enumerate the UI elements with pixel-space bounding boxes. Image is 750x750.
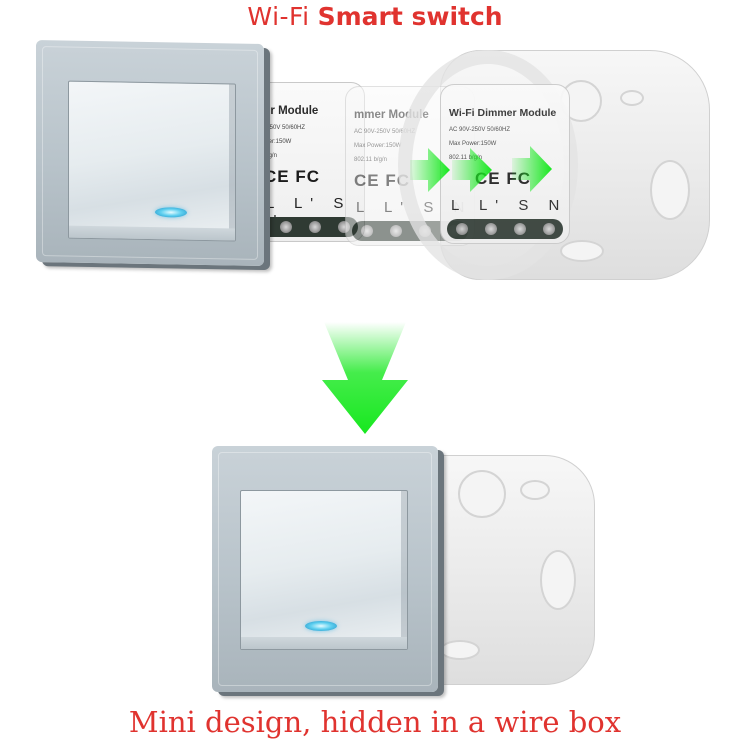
- rocker-switch: [68, 80, 236, 242]
- knockout-hole: [440, 640, 480, 660]
- green-right-arrow-icon: [410, 148, 450, 192]
- green-down-arrow-icon: [322, 322, 408, 434]
- knockout-hole: [650, 160, 690, 220]
- indicator-led-icon: [305, 621, 337, 631]
- caption: Mini design, hidden in a wire box: [128, 705, 622, 739]
- switch-plate-bottom: [212, 446, 438, 692]
- module-spec-wifi: 802.11 b/g/n: [449, 155, 482, 161]
- knockout-hole: [560, 240, 604, 262]
- module-spec-power: Max Power:150W: [354, 143, 402, 149]
- headline-wifi: Wi-Fi: [247, 2, 310, 31]
- knockout-hole: [540, 550, 576, 610]
- module-terminal-labels: L L' S N: [451, 197, 568, 214]
- terminal-block: [447, 219, 563, 239]
- module-spec-wifi: 802.11 b/g/n: [354, 157, 387, 163]
- module-title: er Module: [264, 105, 319, 117]
- green-right-arrow-icon: [452, 148, 492, 192]
- module-spec-voltage: AC 90V-250V 50/60HZ: [354, 129, 416, 135]
- headline-smart-switch: Smart switch: [317, 2, 503, 31]
- green-right-arrow-icon: [512, 146, 552, 192]
- module-title: Wi-Fi Dimmer Module: [449, 107, 557, 119]
- module-spec-voltage: AC 90V-250V 50/60HZ: [449, 127, 511, 133]
- dimmer-module-1: er Module AC 90V-250V 50/60HZ Max Power:…: [235, 82, 365, 242]
- rocker-switch: [240, 490, 408, 650]
- switch-plate-top: [36, 40, 264, 266]
- knockout-hole: [620, 90, 644, 106]
- module-certifications: CE FC: [354, 171, 410, 190]
- module-spec-power: Max Power:150W: [244, 139, 292, 145]
- knockout-hole: [520, 480, 550, 500]
- module-spec-voltage: AC 90V-250V 50/60HZ: [244, 125, 306, 131]
- indicator-led-icon: [155, 207, 187, 218]
- knockout-hole: [458, 470, 506, 518]
- module-certifications: CE FC: [264, 167, 320, 186]
- module-spec-power: Max Power:150W: [449, 141, 497, 147]
